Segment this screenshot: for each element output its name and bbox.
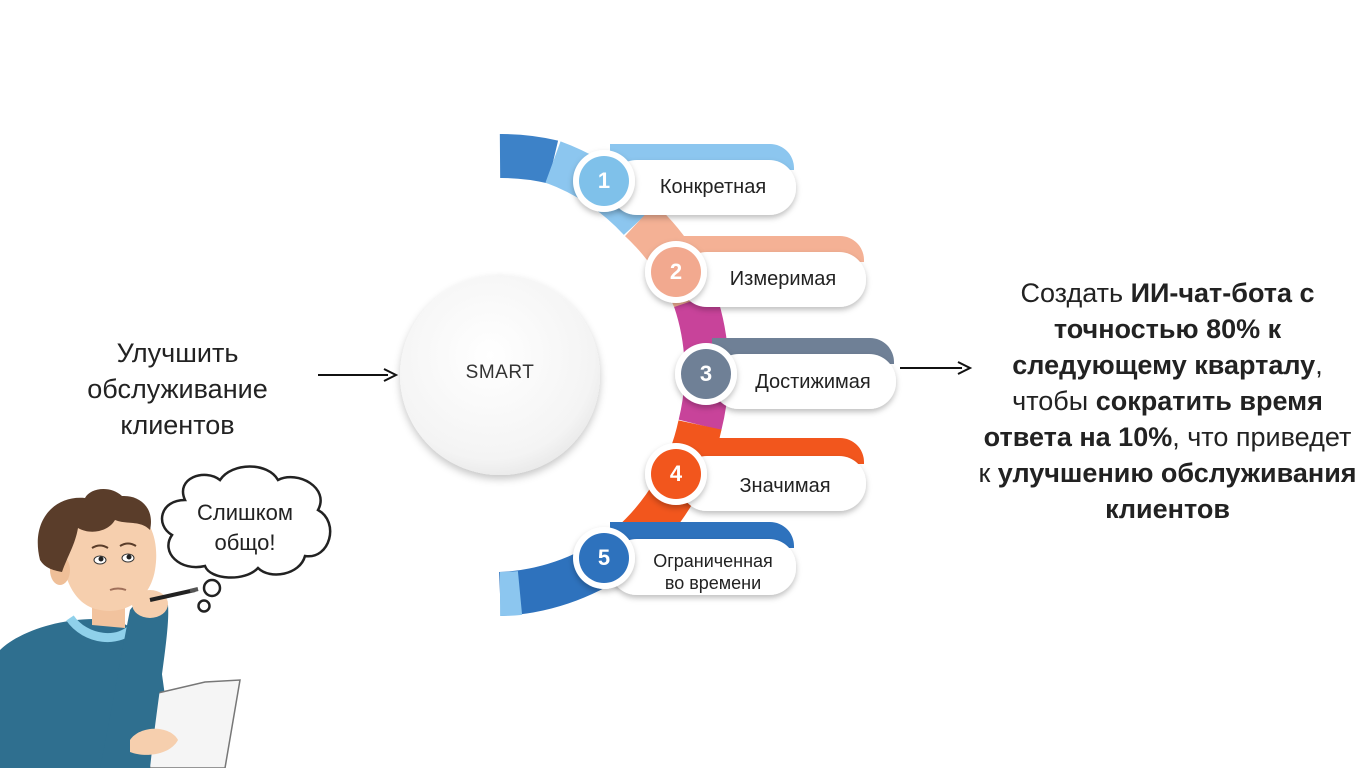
step-5-pill — [573, 522, 796, 595]
vague-goal-text: Улучшить обслуживание клиентов — [60, 335, 295, 443]
step-4-number: 4 — [669, 461, 683, 486]
vague-goal-line-2: обслуживание — [87, 374, 268, 404]
smart-circle — [400, 275, 600, 475]
speech-bubble-line-1: Слишком — [197, 500, 293, 525]
vague-goal-line-3: клиентов — [120, 410, 235, 440]
step-5-label-line-1: Ограниченная — [653, 551, 773, 571]
vague-goal-line-1: Улучшить — [116, 338, 239, 368]
smart-goal-bold-3: улучшению обслуживания клиентов — [997, 458, 1357, 524]
step-1-label: Конкретная — [659, 176, 767, 198]
step-5-label: Ограниченная во времени — [636, 550, 790, 594]
smart-goal-part-3: , что приведет к — [978, 422, 1352, 488]
step-3-pill — [675, 338, 896, 409]
step-2-pill — [645, 236, 866, 307]
smart-goal-part-1: Создать — [1020, 278, 1131, 308]
step-5-label-line-2: во времени — [664, 573, 762, 593]
step-2-number: 2 — [669, 259, 683, 284]
arrow-right — [900, 361, 973, 375]
smart-goal-bold-2: сократить время ответа на 10% — [983, 386, 1323, 452]
arrow-left — [318, 368, 399, 382]
smart-goal-part-2: , чтобы — [1012, 350, 1323, 416]
step-4-pill — [645, 438, 866, 511]
smart-center-label: SMART — [465, 362, 535, 383]
thinking-person-illustration — [0, 489, 241, 768]
thought-bubble — [160, 465, 332, 613]
step-2-label: Измеримая — [729, 268, 837, 290]
speech-bubble-text: Слишком общо! — [170, 498, 320, 558]
step-4-label: Значимая — [739, 475, 831, 497]
smart-goal-text: Создать ИИ-чат-бота с точностью 80% к сл… — [975, 275, 1360, 527]
step-5-number: 5 — [597, 545, 611, 570]
step-3-label: Достижимая — [755, 371, 871, 393]
step-3-number: 3 — [699, 361, 713, 386]
speech-bubble-line-2: общо! — [214, 530, 276, 555]
smart-goal-bold-1: ИИ-чат-бота с точностью 80% к следующему… — [1012, 278, 1316, 380]
step-1-number: 1 — [597, 168, 611, 193]
step-1-pill — [573, 144, 796, 215]
